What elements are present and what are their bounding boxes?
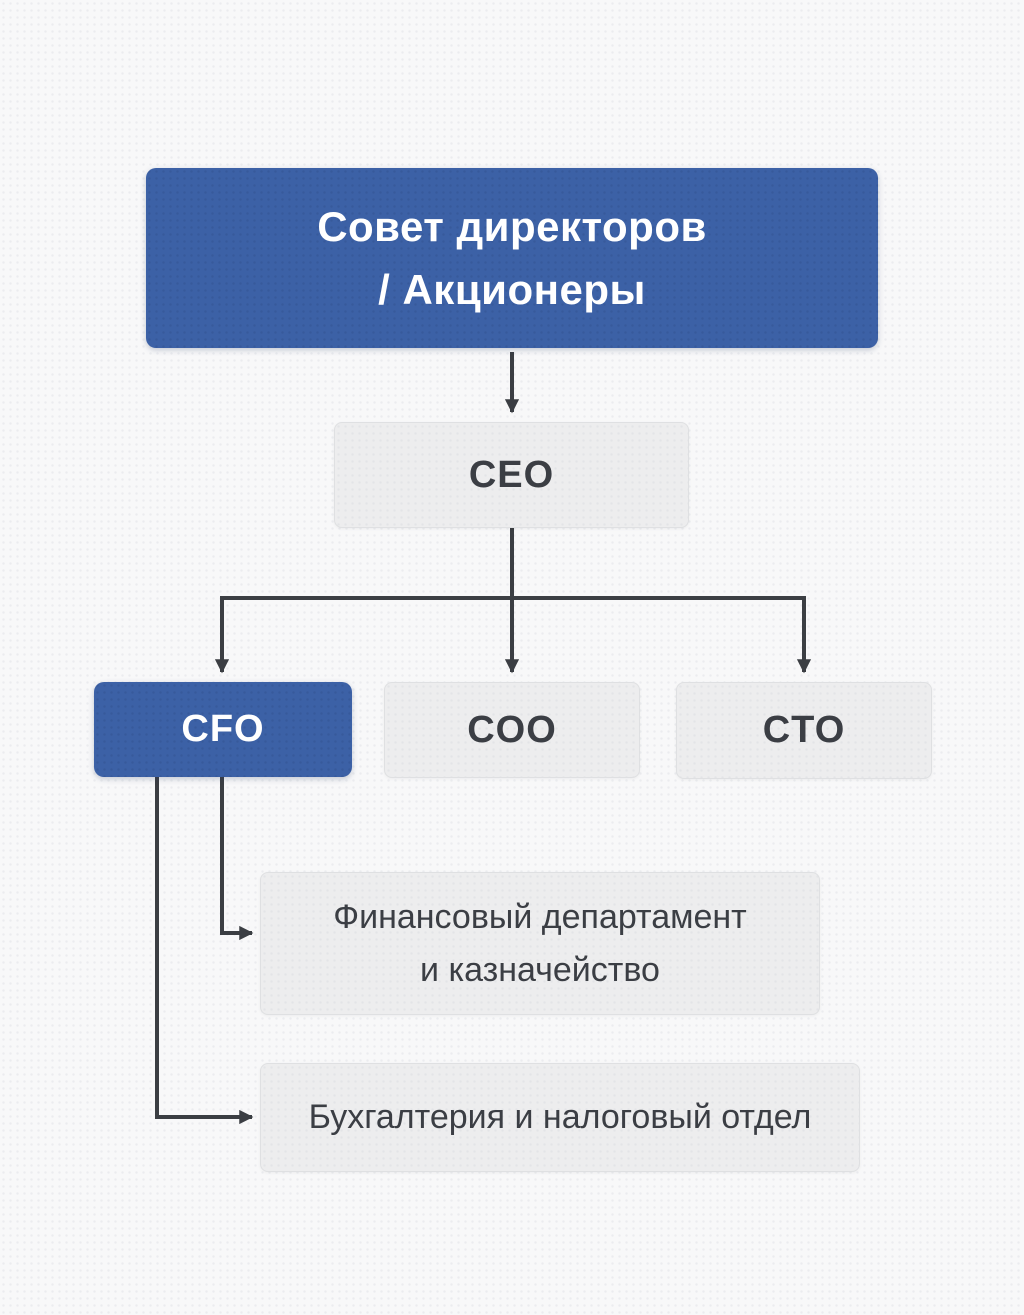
board-label-line2: / Акционеры	[378, 266, 646, 313]
node-finance-department: Финансовый департамент и казначейство	[260, 872, 820, 1015]
node-cfo: CFO	[94, 682, 352, 777]
accounting-label: Бухгалтерия и налоговый отдел	[308, 1098, 812, 1136]
board-label-line1: Совет директоров	[317, 203, 707, 250]
node-ceo: CEO	[334, 422, 689, 528]
node-cto: CTO	[676, 682, 932, 779]
finance-label-line1: Финансовый департамент	[333, 897, 747, 936]
node-coo: COO	[384, 682, 640, 778]
node-accounting-department: Бухгалтерия и налоговый отдел	[260, 1063, 860, 1172]
cfo-label: CFO	[181, 708, 265, 750]
cto-label: CTO	[762, 709, 846, 751]
coo-label: COO	[467, 708, 557, 751]
finance-label-line2: и казначейство	[420, 950, 660, 989]
node-board-of-directors: Совет директоров / Акционеры	[146, 168, 878, 348]
ceo-label: CEO	[468, 453, 555, 496]
